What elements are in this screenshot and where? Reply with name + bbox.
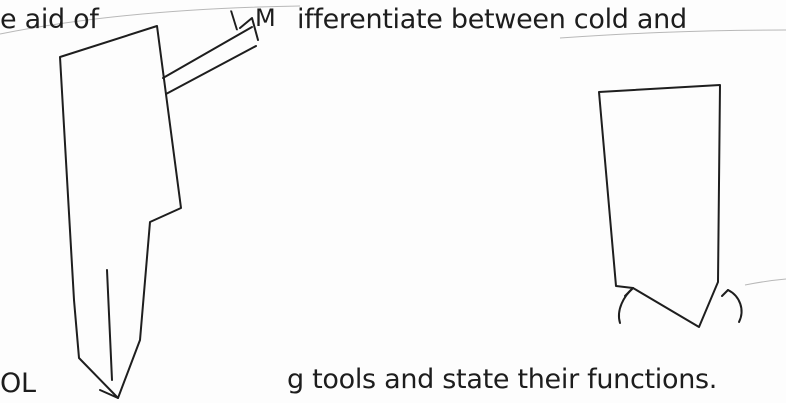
paper-curl-line-right xyxy=(559,29,786,39)
paper-crease-right xyxy=(744,278,786,286)
left-tool-shaft-lower xyxy=(165,45,257,95)
question-top-text-right: ifferentiate between cold and xyxy=(297,4,687,35)
right-tool-left-curl xyxy=(618,287,634,324)
left-tool-inner-line xyxy=(106,269,113,381)
question-bottom-text-left: OL xyxy=(0,368,36,399)
question-top-text-left: e aid of xyxy=(0,4,99,35)
right-tool-right-curl xyxy=(727,289,743,323)
left-tool-shaft-upper xyxy=(162,26,253,79)
right-tool-right-curl-tick xyxy=(721,289,729,297)
question-bottom-text-right: g tools and state their functions. xyxy=(287,364,718,395)
left-tool-shaft-end xyxy=(239,17,259,41)
right-tool-left-curl-tick xyxy=(624,287,634,297)
left-tool-body xyxy=(59,25,182,399)
question-top-fragment-a: \ xyxy=(230,6,238,34)
paper-curl-line xyxy=(0,5,301,35)
question-top-fragment-b: M xyxy=(255,4,276,32)
right-tool-sketch-icon xyxy=(598,84,743,328)
left-tool-sketch-icon xyxy=(59,17,259,399)
left-tool-tip-line xyxy=(99,389,119,399)
right-tool-body xyxy=(598,84,721,328)
